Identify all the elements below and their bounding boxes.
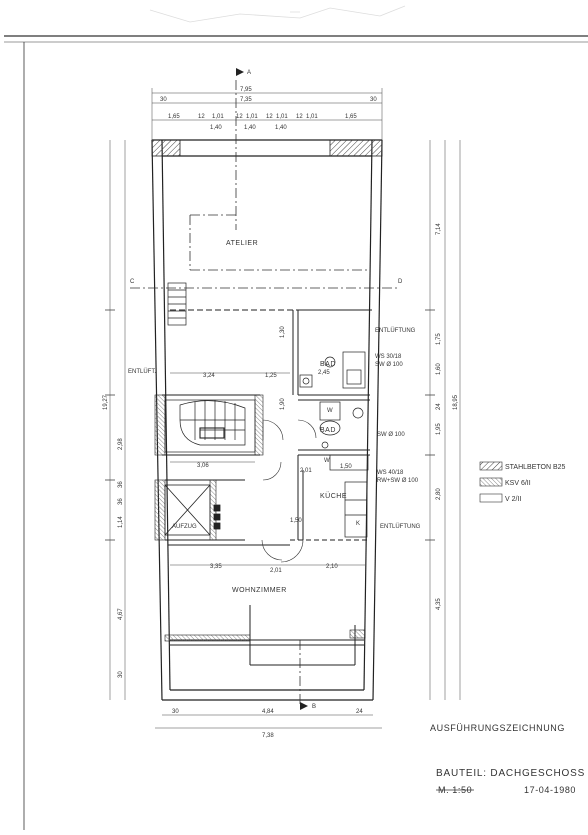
dim-101a: 1,01: [212, 114, 224, 120]
dim-165b: 1,65: [345, 114, 357, 120]
dim-140b: 1,40: [244, 125, 256, 131]
dimension-ticks: [105, 309, 435, 541]
dim-324: 3,24: [203, 373, 215, 379]
roof-stair: [167, 282, 187, 326]
room-label-aufzug: AUFZUG: [172, 524, 197, 530]
dim-201b: 2,01: [300, 468, 312, 474]
label-rwsw: RW+SW Ø 100: [377, 478, 419, 484]
title-heading: AUSFÜHRUNGSZEICHNUNG: [430, 723, 565, 733]
label-k: K: [356, 521, 360, 527]
section-label-c: C: [130, 279, 135, 285]
dim-30-bl: 30: [118, 671, 124, 678]
dim-left-114: 1,14: [118, 516, 124, 528]
dim-bottom-484: 4,84: [262, 709, 274, 715]
dim-right-160: 1,60: [436, 363, 442, 375]
interior-walls: [162, 309, 372, 666]
dim-101d: 1,01: [306, 114, 318, 120]
sheet-border: [4, 35, 588, 830]
dim-125: 1,25: [265, 373, 277, 379]
dim-140c: 1,40: [275, 125, 287, 131]
section-lines: [130, 80, 400, 705]
room-label-atelier: ATELIER: [226, 240, 258, 247]
label-ws2: WS 40/18: [377, 470, 404, 476]
dim-24-right: 24: [436, 403, 442, 410]
room-label-wohnzimmer: WOHNZIMMER: [232, 587, 287, 594]
label-w1: W: [327, 408, 333, 414]
dimension-lines: [109, 88, 461, 729]
dim-150b: 1,50: [290, 518, 302, 524]
label-w2: W: [324, 458, 330, 464]
dim-right-1895: 18,95: [453, 394, 459, 410]
dim-bottom-30: 30: [172, 709, 179, 715]
ksv-walls: [154, 394, 366, 642]
dim-12d: 12: [296, 114, 303, 120]
dim-12c: 12: [266, 114, 273, 120]
section-label-a: A: [247, 70, 251, 76]
dim-210: 2,10: [326, 564, 338, 570]
dim-top-inner: 7,35: [240, 97, 252, 103]
title-date: 17-04-1980: [524, 785, 576, 795]
dim-right-435: 4,35: [436, 598, 442, 610]
label-sw2: SW Ø 100: [377, 432, 405, 438]
staircase: [164, 399, 256, 453]
title-block: AUSFÜHRUNGSZEICHNUNG BAUTEIL: DACHGESCHO…: [430, 723, 585, 795]
dim-left-467: 4,67: [118, 608, 124, 620]
dim-bottom-738: 7,38: [262, 733, 274, 739]
legend-label-ksv: KSV 6/II: [505, 480, 531, 487]
bath-fixtures: [299, 351, 369, 538]
title-bauteil: BAUTEIL: DACHGESCHOSS: [436, 768, 585, 779]
legend-label-v2: V 2/II: [505, 496, 521, 503]
dim-left-298: 2,98: [118, 438, 124, 450]
elevator-shaft: [164, 484, 221, 536]
dim-12b: 12: [236, 114, 243, 120]
doors: [261, 419, 317, 563]
label-entlueftung-2: ENTLÜFTUNG: [380, 523, 421, 530]
dim-right-195: 1,95: [436, 423, 442, 435]
dim-335: 3,35: [210, 564, 222, 570]
label-ws1: WS 30/18: [375, 354, 402, 360]
label-sw1: SW Ø 100: [375, 362, 403, 368]
dim-150a: 1,50: [340, 464, 352, 470]
dim-101c: 1,01: [276, 114, 288, 120]
label-entlueftung-1: ENTLÜFTUNG: [375, 327, 416, 334]
legend-swatch-stahlbeton: [479, 461, 503, 471]
room-label-bad-upper: BAD: [320, 361, 336, 368]
dim-140a: 1,40: [210, 125, 222, 131]
dim-165a: 1,65: [168, 114, 180, 120]
section-label-b: B: [312, 704, 316, 710]
dim-30-tr: 30: [370, 97, 377, 103]
dim-12a: 12: [198, 114, 205, 120]
scan-marks: [149, 5, 406, 23]
legend-swatch-v2: [479, 493, 503, 503]
dim-306: 3,06: [197, 463, 209, 469]
dim-190: 1,90: [280, 398, 286, 410]
dim-30-top: 30: [160, 97, 167, 103]
room-label-bad-lower: BAD: [320, 427, 336, 434]
dim-left-1927: 19,27: [103, 394, 109, 410]
dim-right-714: 7,14: [436, 223, 442, 235]
dim-bottom-24: 24: [356, 709, 363, 715]
legend-label-stahlbeton: STAHLBETON B25: [505, 464, 566, 471]
dim-right-175: 1,75: [436, 333, 442, 345]
legend: STAHLBETON B25 KSV 6/II V 2/II: [479, 461, 566, 503]
dim-left-36b: 36: [118, 498, 124, 505]
outer-walls: [151, 139, 383, 701]
parapet-blocks: [151, 139, 383, 157]
dim-101b: 1,01: [246, 114, 258, 120]
dim-245: 2,45: [318, 370, 330, 376]
dim-130: 1,30: [280, 326, 286, 338]
dim-left-36a: 36: [118, 481, 124, 488]
label-entlueft-left: ENTLÜFT.: [128, 368, 156, 375]
section-markers: [236, 68, 308, 710]
dim-201a: 2,01: [270, 568, 282, 574]
dim-top-total: 7,95: [240, 87, 252, 93]
legend-swatch-ksv: [479, 477, 503, 487]
room-label-kueche: KÜCHE: [320, 492, 347, 500]
dim-right-280: 2,80: [436, 488, 442, 500]
section-label-d: D: [398, 279, 403, 285]
